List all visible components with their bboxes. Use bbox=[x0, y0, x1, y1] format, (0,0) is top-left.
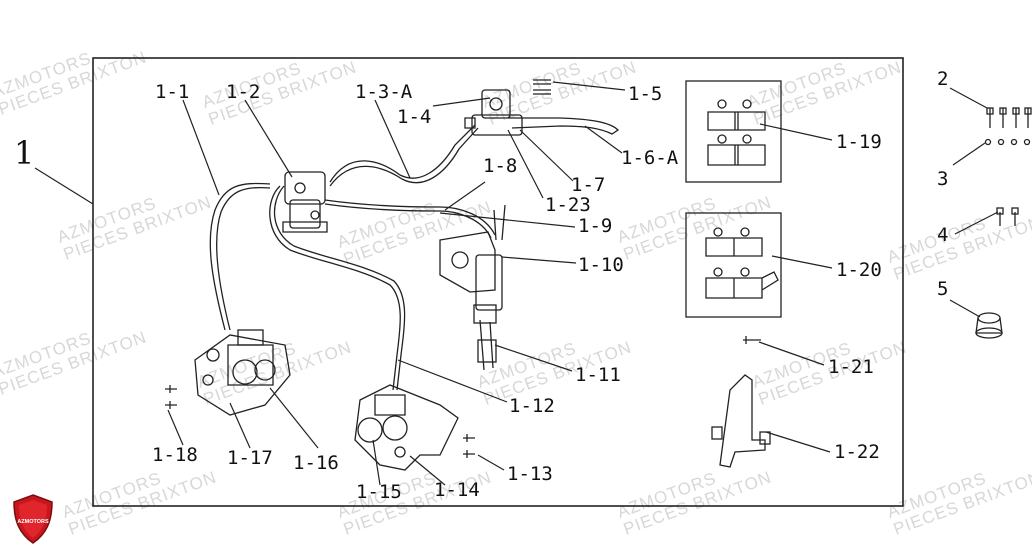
bolts-4 bbox=[996, 207, 1019, 226]
label-1-3-a: 1-3-A bbox=[355, 81, 413, 103]
label-1-15: 1-15 bbox=[356, 481, 402, 503]
label-3: 3 bbox=[937, 168, 949, 190]
front-brake-hose-1-1 bbox=[209, 182, 271, 331]
label-1-1: 1-1 bbox=[155, 81, 190, 103]
pad-set-box-1-20 bbox=[685, 212, 782, 318]
front-master-cylinder-1-4 bbox=[464, 89, 620, 136]
label-1-2: 1-2 bbox=[226, 81, 261, 103]
label-1-23: 1-23 bbox=[545, 194, 591, 216]
washers-3 bbox=[984, 138, 1031, 146]
brake-pads-1-20 bbox=[705, 227, 779, 299]
front-caliper-1-16 bbox=[194, 329, 291, 416]
brake-pads-1-19 bbox=[707, 99, 766, 166]
label-1-21: 1-21 bbox=[828, 356, 874, 378]
label-1-12: 1-12 bbox=[509, 395, 555, 417]
pad-set-box-1-19 bbox=[685, 80, 782, 183]
cap-5 bbox=[975, 312, 1003, 339]
rear-brake-hose-1-12 bbox=[269, 185, 401, 391]
label-1: 1 bbox=[14, 134, 35, 172]
label-5: 5 bbox=[937, 278, 949, 300]
azmotors-logo: AZMOTORS bbox=[13, 494, 53, 544]
label-1-16: 1-16 bbox=[293, 452, 339, 474]
label-1-8: 1-8 bbox=[483, 155, 518, 177]
label-1-7: 1-7 bbox=[571, 174, 606, 196]
rear-caliper-1-15 bbox=[354, 384, 459, 471]
assembly-frame bbox=[92, 57, 904, 507]
label-1-4: 1-4 bbox=[397, 106, 432, 128]
label-1-17: 1-17 bbox=[227, 447, 273, 469]
brake-hose-1-3a bbox=[329, 124, 476, 183]
rear-master-cylinder-1-10 bbox=[439, 204, 506, 371]
label-1-11: 1-11 bbox=[575, 364, 621, 386]
three-way-joint-1-2 bbox=[282, 171, 328, 233]
bolts-1-13 bbox=[463, 434, 475, 458]
svg-text:AZMOTORS: AZMOTORS bbox=[17, 519, 49, 525]
label-1-9: 1-9 bbox=[578, 215, 613, 237]
label-1-14: 1-14 bbox=[434, 479, 480, 501]
brake-hose-1-8 bbox=[324, 199, 496, 236]
label-1-18: 1-18 bbox=[152, 444, 198, 466]
label-1-10: 1-10 bbox=[578, 254, 624, 276]
label-1-19: 1-19 bbox=[836, 131, 882, 153]
bolt-1-21 bbox=[743, 336, 761, 344]
label-1-20: 1-20 bbox=[836, 259, 882, 281]
label-1-5: 1-5 bbox=[628, 83, 663, 105]
bolts-2 bbox=[986, 107, 1032, 128]
label-4: 4 bbox=[937, 224, 949, 246]
label-1-22: 1-22 bbox=[834, 441, 880, 463]
bracket-1-22 bbox=[711, 374, 771, 468]
label-1-6-a: 1-6-A bbox=[621, 147, 679, 169]
bolts-1-18 bbox=[165, 385, 177, 409]
bolts-1-5 bbox=[533, 79, 551, 95]
label-2: 2 bbox=[937, 68, 949, 90]
label-1-13: 1-13 bbox=[507, 463, 553, 485]
